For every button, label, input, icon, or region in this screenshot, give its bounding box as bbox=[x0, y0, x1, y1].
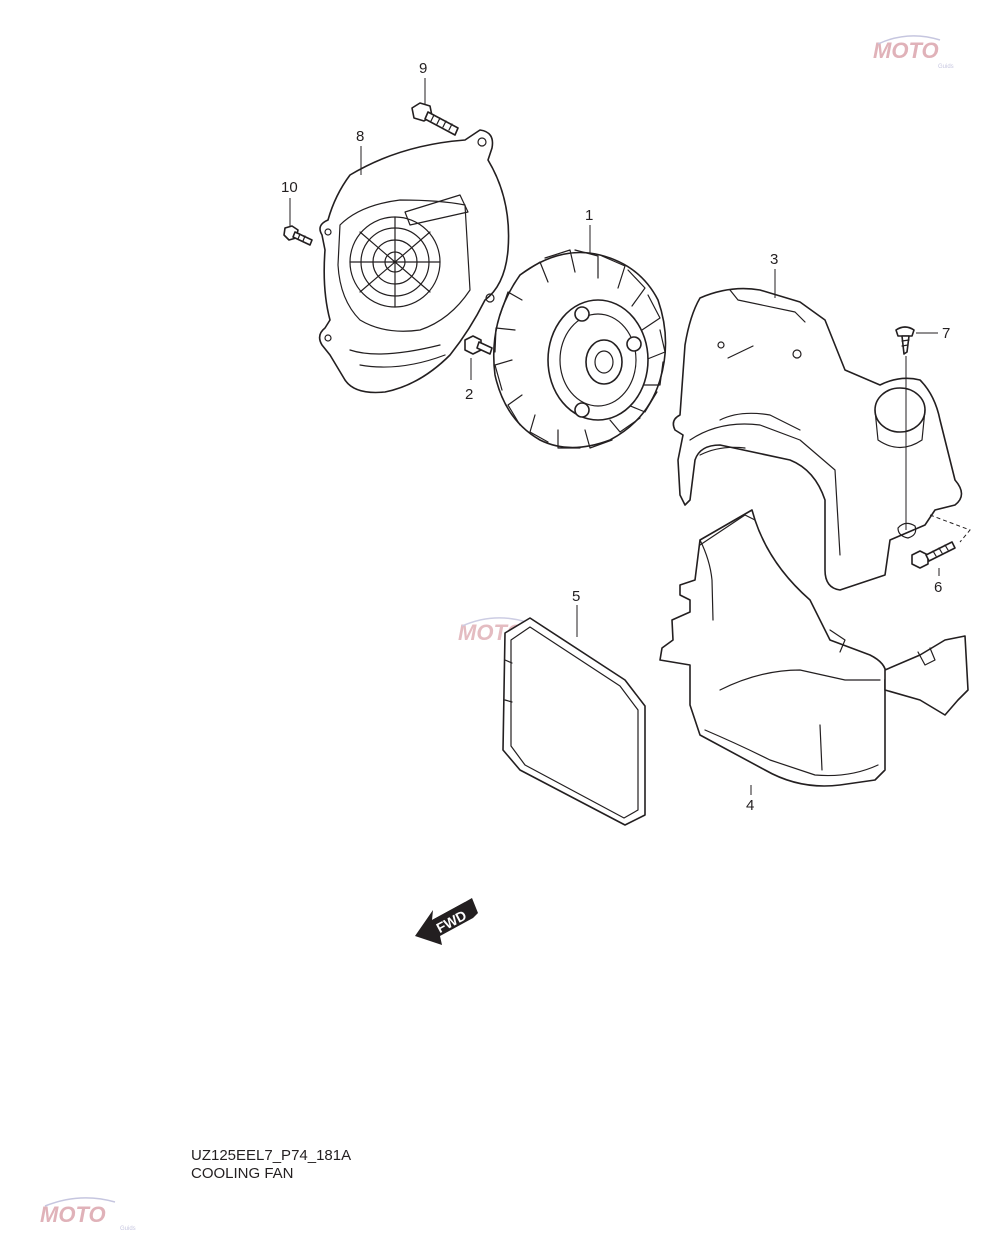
callout-9: 9 bbox=[419, 60, 427, 77]
part-4-lower-duct bbox=[659, 509, 969, 787]
callout-1: 1 bbox=[585, 207, 593, 224]
part-1-cooling-fan bbox=[492, 249, 667, 449]
watermark-logo-subtext: Guids bbox=[938, 64, 954, 70]
diagram-title: COOLING FAN bbox=[191, 1165, 294, 1182]
callout-3: 3 bbox=[770, 251, 778, 268]
watermark-top: MOTO Guids bbox=[873, 35, 954, 70]
part-9-bolt bbox=[411, 102, 459, 136]
callout-8: 8 bbox=[356, 128, 364, 145]
part-8-fan-cover bbox=[318, 129, 510, 394]
watermark-bottom-subtext: Guids bbox=[120, 1226, 136, 1232]
callout-4: 4 bbox=[746, 797, 754, 814]
part-5-seal bbox=[502, 617, 646, 826]
fwd-arrow: FWD bbox=[415, 898, 478, 945]
callout-7: 7 bbox=[942, 325, 950, 342]
part-2-bolt bbox=[464, 335, 493, 355]
callout-6: 6 bbox=[934, 579, 942, 596]
callout-5: 5 bbox=[572, 588, 580, 605]
watermark-bottom: MOTO Guids bbox=[40, 1197, 136, 1232]
part-6-bolt bbox=[911, 541, 956, 569]
part-3-upper-shroud bbox=[672, 287, 963, 591]
callout-10: 10 bbox=[281, 179, 298, 196]
part-10-screw bbox=[283, 225, 313, 246]
dashed-line-6 bbox=[929, 514, 971, 543]
diagram-code: UZ125EEL7_P74_181A bbox=[191, 1147, 352, 1164]
watermark-bottom-text: MOTO bbox=[40, 1202, 106, 1227]
callout-2: 2 bbox=[465, 386, 473, 403]
part-7-screw bbox=[895, 326, 915, 355]
